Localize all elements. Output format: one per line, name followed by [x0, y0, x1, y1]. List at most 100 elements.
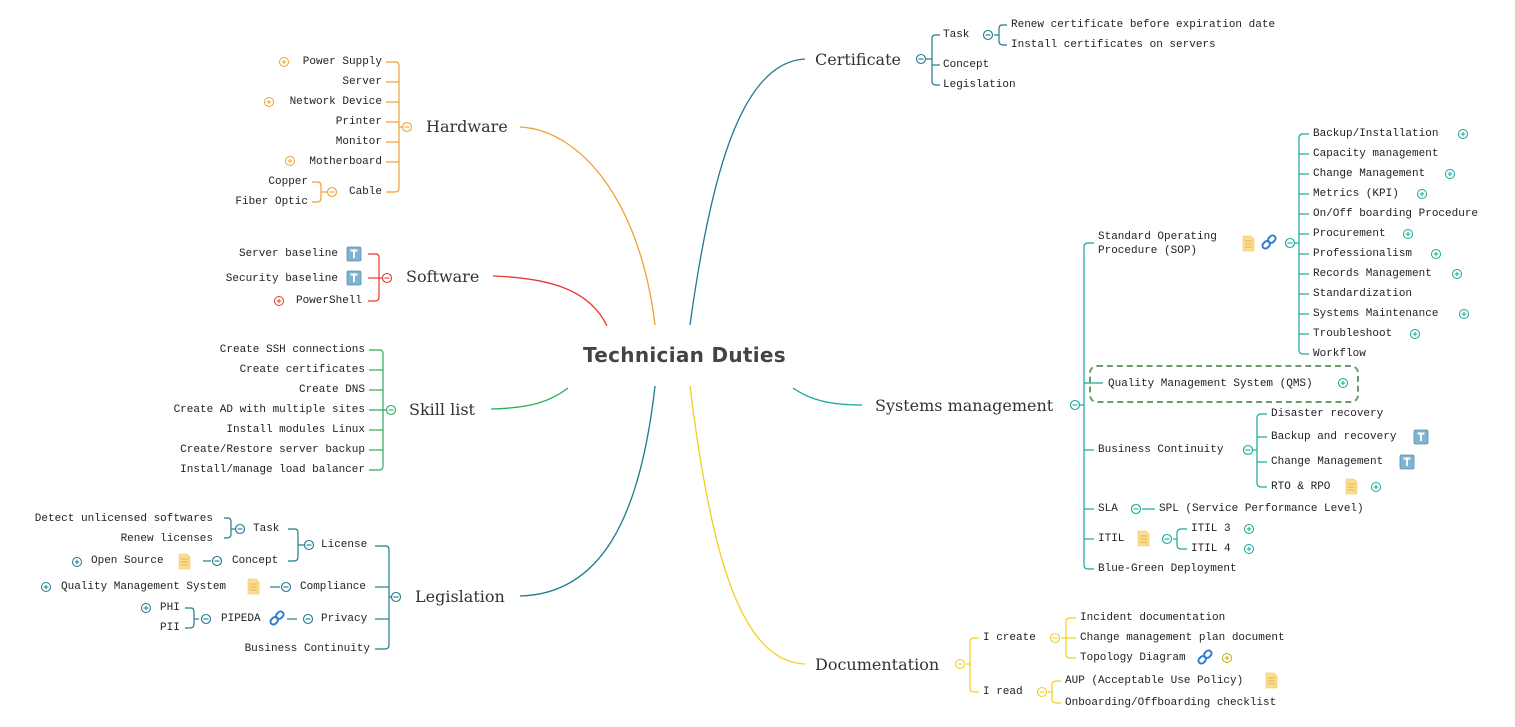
collapse-toggle-sop[interactable] — [1284, 237, 1296, 249]
expand-powershell-icon[interactable] — [274, 296, 284, 306]
collapse-toggle-documentation[interactable] — [954, 658, 966, 670]
sop-item[interactable]: Systems Maintenance — [1313, 308, 1439, 320]
cert-task-item-install[interactable]: Install certificates on servers — [1011, 39, 1216, 51]
pipeda-item-pii[interactable]: PII — [160, 622, 180, 634]
itil-item-4[interactable]: ITIL 4 — [1191, 543, 1231, 555]
collapse-toggle-business-continuity[interactable] — [1242, 444, 1254, 456]
collapse-toggle-license[interactable] — [303, 539, 315, 551]
text-attachment-icon[interactable] — [346, 270, 362, 286]
topic-systems-management[interactable]: Systems management — [875, 396, 1054, 415]
cert-task-item-renew[interactable]: Renew certificate before expiration date — [1011, 19, 1276, 31]
sla-item-spl[interactable]: SPL (Service Performance Level) — [1159, 503, 1364, 515]
sop-item[interactable]: Metrics (KPI) — [1313, 188, 1399, 200]
collapse-toggle-cert-task[interactable] — [982, 29, 994, 41]
skill-item[interactable]: Create DNS — [298, 384, 365, 396]
link-icon[interactable] — [268, 609, 286, 627]
collapse-toggle-i-create[interactable] — [1049, 632, 1061, 644]
topic-certificate[interactable]: Certificate — [815, 50, 901, 69]
skill-item[interactable]: Install/manage load balancer — [180, 464, 365, 476]
legislation-item-compliance[interactable]: Compliance — [300, 581, 367, 593]
sm-item-sop-line1[interactable]: Standard Operating — [1098, 231, 1217, 243]
concept-item-open-source[interactable]: Open Source — [91, 555, 164, 567]
software-item-security-baseline[interactable]: Security baseline — [225, 273, 338, 285]
collapse-toggle-itil[interactable] — [1161, 533, 1173, 545]
note-icon[interactable] — [178, 553, 191, 570]
task-item-detect-unlicensed[interactable]: Detect unlicensed softwares — [34, 513, 213, 525]
skill-item[interactable]: Install modules Linux — [226, 424, 365, 436]
hardware-item-cable[interactable]: Cable — [348, 186, 382, 198]
sop-item[interactable]: Backup/Installation — [1313, 128, 1439, 140]
expand-procurement-icon[interactable] — [1403, 229, 1413, 239]
note-icon[interactable] — [1137, 530, 1150, 547]
cable-item-fiber-optic[interactable]: Fiber Optic — [235, 196, 308, 208]
create-item-incident[interactable]: Incident documentation — [1080, 612, 1226, 624]
hardware-item-server[interactable]: Server — [342, 76, 382, 88]
legislation-item-business-continuity[interactable]: Business Continuity — [244, 643, 370, 655]
doc-item-i-create[interactable]: I create — [983, 632, 1036, 644]
topic-software[interactable]: Software — [406, 267, 480, 286]
sop-item[interactable]: On/Off boarding Procedure — [1313, 208, 1479, 220]
text-attachment-icon[interactable] — [346, 246, 362, 262]
sm-item-sla[interactable]: SLA — [1098, 503, 1118, 515]
skill-item[interactable]: Create SSH connections — [219, 344, 365, 356]
certificate-item-concept[interactable]: Concept — [943, 59, 990, 71]
expand-topology-icon[interactable] — [1222, 653, 1232, 663]
sop-item[interactable]: Troubleshoot — [1313, 328, 1393, 340]
certificate-item-legislation[interactable]: Legislation — [943, 79, 1016, 91]
doc-item-i-read[interactable]: I read — [983, 686, 1023, 698]
expand-professionalism-icon[interactable] — [1431, 249, 1441, 259]
topic-documentation[interactable]: Documentation — [815, 655, 940, 674]
expand-open-source-icon[interactable] — [72, 557, 82, 567]
expand-troubleshoot-icon[interactable] — [1410, 329, 1420, 339]
skill-item[interactable]: Create certificates — [239, 364, 365, 376]
cable-item-copper[interactable]: Copper — [268, 176, 308, 188]
text-attachment-icon[interactable] — [1399, 454, 1415, 470]
text-attachment-icon[interactable] — [1413, 429, 1429, 445]
hardware-item-power-supply[interactable]: Power Supply — [302, 56, 382, 68]
hardware-item-printer[interactable]: Printer — [335, 116, 382, 128]
bc-item-disaster-recovery[interactable]: Disaster recovery — [1271, 408, 1384, 420]
sop-item[interactable]: Capacity management — [1313, 148, 1439, 160]
skill-item[interactable]: Create AD with multiple sites — [173, 404, 365, 416]
link-icon[interactable] — [1196, 648, 1214, 666]
sop-item[interactable]: Standardization — [1313, 288, 1413, 300]
sm-item-qms[interactable]: Quality Management System (QMS) — [1108, 378, 1313, 390]
read-item-aup[interactable]: AUP (Acceptable Use Policy) — [1065, 675, 1244, 687]
task-item-renew-licenses[interactable]: Renew licenses — [120, 533, 213, 545]
sop-item[interactable]: Records Management — [1313, 268, 1432, 280]
sm-item-itil[interactable]: ITIL — [1098, 533, 1125, 545]
note-icon[interactable] — [1345, 478, 1358, 495]
expand-itil-4-icon[interactable] — [1244, 544, 1254, 554]
sm-item-sop-line2[interactable]: Procedure (SOP) — [1098, 245, 1198, 257]
collapse-toggle-pipeda[interactable] — [200, 613, 212, 625]
collapse-toggle-skill-list[interactable] — [385, 404, 397, 416]
privacy-item-pipeda[interactable]: PIPEDA — [221, 613, 261, 625]
compliance-item-qms[interactable]: Quality Management System — [61, 581, 227, 593]
collapse-toggle-systems-management[interactable] — [1069, 399, 1081, 411]
topic-legislation[interactable]: Legislation — [415, 587, 505, 606]
collapse-toggle-legislation[interactable] — [390, 591, 402, 603]
bc-item-change-management[interactable]: Change Management — [1271, 456, 1384, 468]
pipeda-item-phi[interactable]: PHI — [160, 602, 180, 614]
topic-skill-list[interactable]: Skill list — [409, 400, 475, 419]
create-item-topology[interactable]: Topology Diagram — [1080, 652, 1186, 664]
certificate-item-task[interactable]: Task — [943, 29, 970, 41]
software-item-server-baseline[interactable]: Server baseline — [238, 248, 338, 260]
expand-power-supply-icon[interactable] — [279, 57, 289, 67]
collapse-toggle-software[interactable] — [381, 272, 393, 284]
collapse-toggle-task[interactable] — [234, 523, 246, 535]
collapse-toggle-hardware[interactable] — [401, 121, 413, 133]
expand-change-management-icon[interactable] — [1445, 169, 1455, 179]
note-icon[interactable] — [247, 578, 260, 595]
note-icon[interactable] — [1265, 672, 1278, 689]
expand-itil-3-icon[interactable] — [1244, 524, 1254, 534]
topic-hardware[interactable]: Hardware — [426, 117, 508, 136]
collapse-toggle-certificate[interactable] — [915, 53, 927, 65]
central-topic[interactable]: Technician Duties — [583, 343, 786, 367]
legislation-item-license[interactable]: License — [321, 539, 368, 551]
collapse-toggle-i-read[interactable] — [1036, 686, 1048, 698]
link-icon[interactable] — [1260, 233, 1278, 251]
expand-rto-rpo-icon[interactable] — [1371, 482, 1381, 492]
bc-item-backup-recovery[interactable]: Backup and recovery — [1271, 431, 1397, 443]
sop-item[interactable]: Procurement — [1313, 228, 1386, 240]
